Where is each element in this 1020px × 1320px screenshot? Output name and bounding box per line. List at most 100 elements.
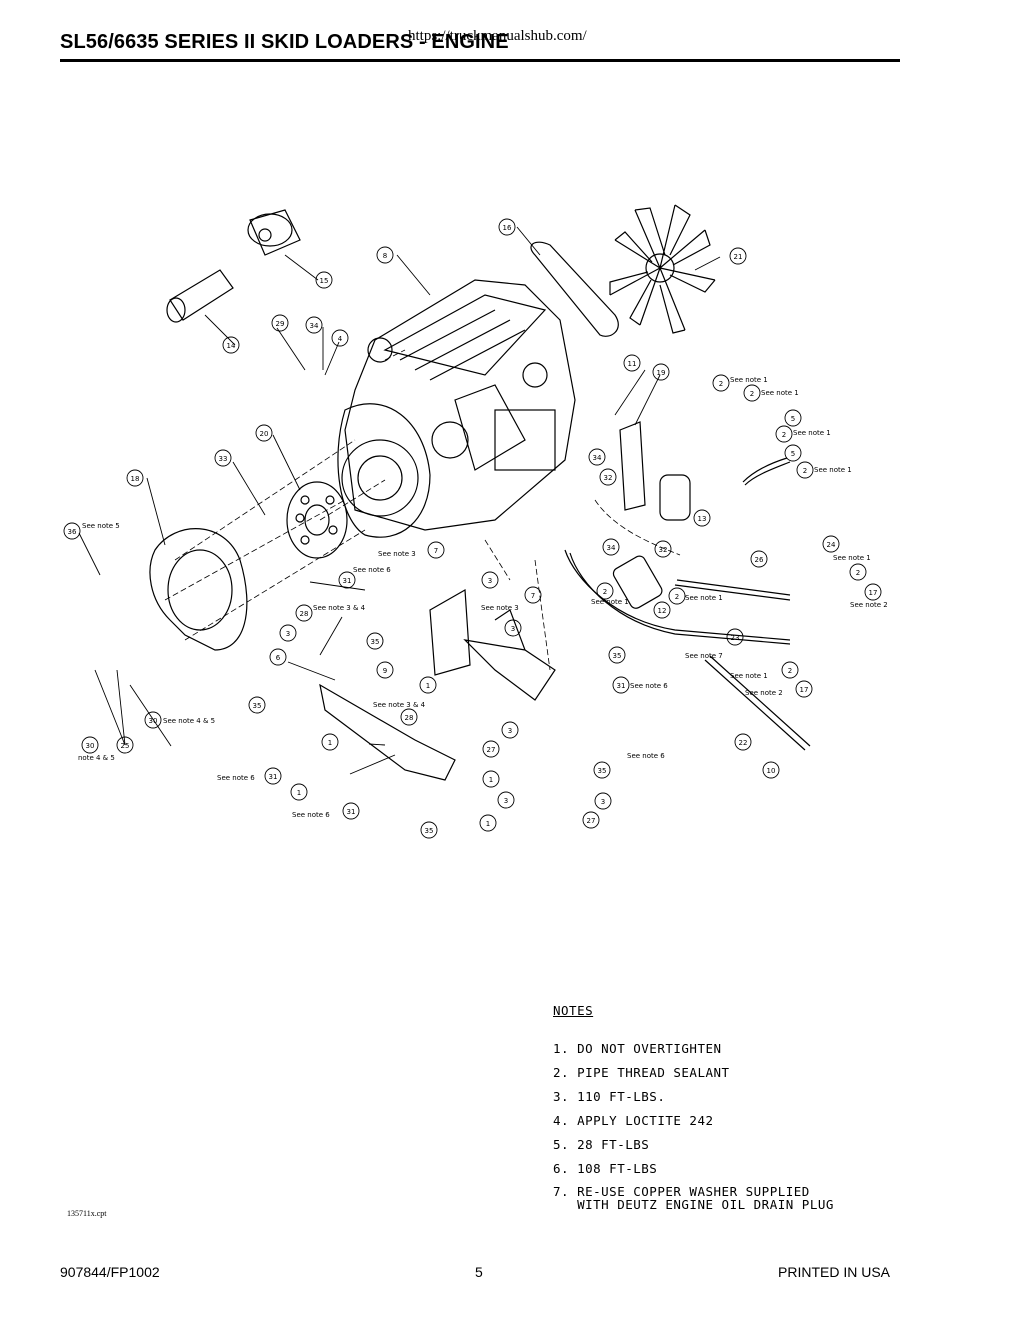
- note-ref: See note 6: [630, 682, 668, 690]
- callout-3: 3: [511, 625, 515, 633]
- note-ref: See note 5: [82, 522, 120, 530]
- note-ref: See note 2: [850, 601, 888, 609]
- note-item: 3. 110 FT-LBS.: [553, 1089, 666, 1104]
- callout-28: 28: [405, 714, 414, 722]
- footer-printed: PRINTED IN USA: [778, 1264, 891, 1280]
- notes-heading: NOTES: [553, 1003, 594, 1018]
- callout-1: 1: [489, 776, 493, 784]
- dipstick-tube-part: [704, 655, 811, 751]
- callout-29: 29: [276, 320, 285, 328]
- filter-element-part: [612, 555, 663, 609]
- callout-10: 10: [767, 767, 776, 775]
- callout-27: 27: [587, 817, 596, 825]
- page-title: SL56/6635 SERIES II SKID LOADERS - ENGIN…: [60, 31, 509, 53]
- note-ref: See note 6: [217, 774, 255, 782]
- note-item: 7. RE-USE COPPER WASHER SUPPLIED: [553, 1184, 810, 1199]
- note-ref: See note 1: [761, 389, 799, 397]
- callout-2: 2: [603, 588, 607, 596]
- note-ref: See note 6: [353, 566, 391, 574]
- callout-2: 2: [856, 569, 860, 577]
- flex-plate-part: [286, 481, 348, 559]
- note-ref: See note 1: [730, 672, 768, 680]
- callout-4: 4: [338, 335, 343, 343]
- callout-8: 8: [383, 252, 387, 260]
- note-ref: See note 6: [627, 752, 665, 760]
- callout-34: 34: [593, 454, 602, 462]
- note-ref: See note 3 & 4: [373, 701, 426, 709]
- callout-3: 3: [286, 630, 290, 638]
- callout-16: 16: [503, 224, 512, 232]
- note-ref: See note 1: [814, 466, 852, 474]
- note-item: 4. APPLY LOCTITE 242: [553, 1113, 714, 1128]
- note-ref: See note 1: [793, 429, 831, 437]
- callout-33: 33: [219, 455, 228, 463]
- callout-2: 2: [719, 380, 723, 388]
- callout-32: 32: [604, 474, 613, 482]
- note-ref: See note 7: [685, 652, 723, 660]
- callout-1: 1: [426, 682, 430, 690]
- callout-34: 34: [310, 322, 319, 330]
- callout-35: 35: [371, 638, 380, 646]
- callout-21: 21: [734, 253, 743, 261]
- file-reference: 135711x.cpt: [67, 1209, 107, 1218]
- leader-lines: [164, 349, 681, 671]
- engine-block: [344, 279, 576, 531]
- footer-part-number: 907844/FP1002: [60, 1264, 160, 1280]
- callout-7: 7: [434, 547, 438, 555]
- note-item: 6. 108 FT-LBS: [553, 1161, 658, 1176]
- callout-3: 3: [488, 577, 492, 585]
- callout-2: 2: [750, 390, 754, 398]
- callout-26: 26: [755, 556, 764, 564]
- fan-part: [609, 204, 716, 334]
- callout-2: 2: [782, 431, 786, 439]
- callout-6: 6: [276, 654, 281, 662]
- note-item: 2. PIPE THREAD SEALANT: [553, 1065, 730, 1080]
- oil-filter-part: [166, 269, 234, 323]
- callout-31: 31: [269, 773, 278, 781]
- callout-19: 19: [657, 369, 666, 377]
- notes-block: NOTES 1. DO NOT OVERTIGHTEN 2. PIPE THRE…: [553, 1003, 834, 1211]
- callout-2: 2: [803, 467, 807, 475]
- callout-27: 27: [487, 746, 496, 754]
- callout-2: 2: [788, 667, 792, 675]
- belt-part: [530, 241, 619, 337]
- note-ref: See note 1: [730, 376, 768, 384]
- note-item: 5. 28 FT-LBS: [553, 1137, 650, 1152]
- fuel-filter-part: [619, 421, 691, 521]
- note-ref: See note 2: [745, 689, 783, 697]
- flywheel-housing: [337, 403, 431, 538]
- callout-36: 36: [68, 528, 77, 536]
- callout-30: 30: [149, 717, 158, 725]
- callout-31: 31: [347, 808, 356, 816]
- left-bracket-part: [319, 683, 456, 781]
- callout-circles: [63, 218, 882, 839]
- callout-18: 18: [131, 475, 140, 483]
- callout-15: 15: [320, 277, 329, 285]
- note-ref: See note 1: [685, 594, 723, 602]
- adapter-plate-part: [149, 528, 248, 651]
- hose-part: [742, 457, 791, 486]
- note-ref: See note 1: [591, 598, 629, 606]
- callout-34: 34: [607, 544, 616, 552]
- callout-1: 1: [297, 789, 301, 797]
- note-item: 1. DO NOT OVERTIGHTEN: [553, 1041, 722, 1056]
- hose-part: [564, 549, 791, 641]
- note-ref: See note 3 & 4: [313, 604, 366, 612]
- callout-35: 35: [613, 652, 622, 660]
- callout-35: 35: [253, 702, 262, 710]
- note-item-continued: WITH DEUTZ ENGINE OIL DRAIN PLUG: [553, 1197, 834, 1212]
- callout-3: 3: [504, 797, 508, 805]
- callout-31: 31: [343, 577, 352, 585]
- callout-3: 3: [601, 798, 605, 806]
- callout-1: 1: [328, 739, 332, 747]
- hose-part: [569, 552, 791, 645]
- alternator-part: [247, 209, 301, 256]
- callout-5: 5: [791, 450, 795, 458]
- callout-35: 35: [598, 767, 607, 775]
- note-ref: See note 6: [292, 811, 330, 819]
- callout-22: 22: [739, 739, 748, 747]
- mounting-bracket-part: [429, 589, 556, 701]
- callout-25: 25: [121, 742, 130, 750]
- callout-20: 20: [260, 430, 269, 438]
- callout-32: 32: [659, 546, 668, 554]
